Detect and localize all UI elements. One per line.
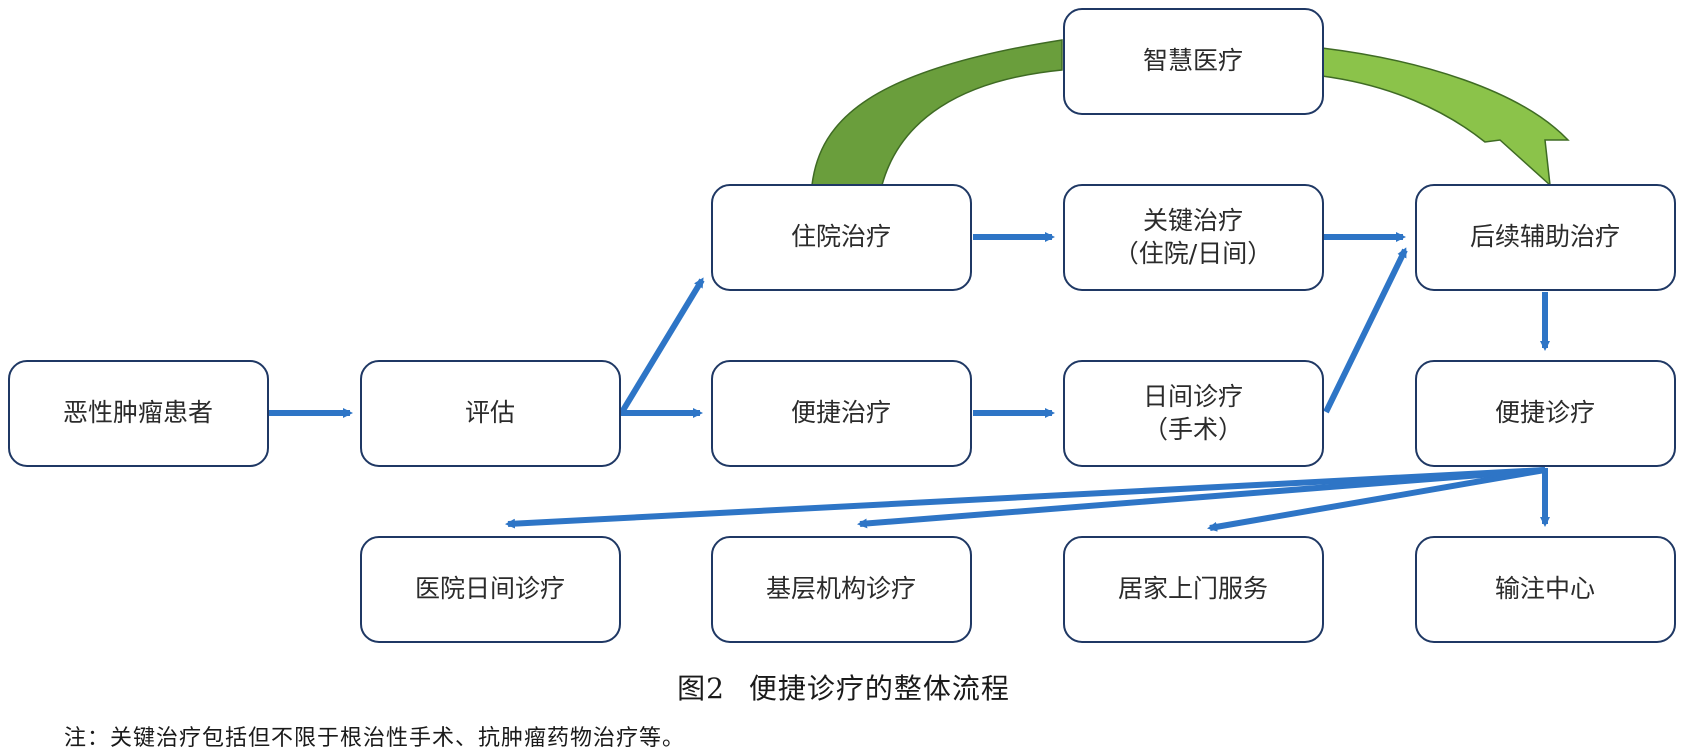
arrow-day-to-followup <box>1323 247 1408 414</box>
node-smart-box <box>1063 8 1324 115</box>
arrow-quick-diag-to-primary <box>857 467 1546 529</box>
node-hosp-day-box <box>360 536 621 643</box>
node-quick-treat-box <box>711 360 972 467</box>
node-followup-label: 后续辅助治疗 <box>1470 222 1620 251</box>
smart-medicine-curved-arrow <box>811 39 1570 187</box>
arrow-assess-to-inpatient <box>619 277 705 414</box>
node-day-box <box>1063 360 1324 467</box>
figure-note: 注：关键治疗包括但不限于根治性手术、抗肿瘤药物治疗等。 <box>64 726 686 751</box>
node-infusion-box <box>1415 536 1676 643</box>
flow-arrows <box>268 232 1550 532</box>
node-assess-box <box>360 360 621 467</box>
node-primary-label: 基层机构诊疗 <box>766 574 916 603</box>
node-day-label-line1: 日间诊疗 <box>1143 382 1243 411</box>
node-key-label-line2: （住院/日间） <box>1114 239 1272 268</box>
node-inpatient-box <box>711 184 972 291</box>
node-home-box <box>1063 536 1324 643</box>
arrow-quick-diag-to-home <box>1207 467 1546 532</box>
node-inpatient-label: 住院治疗 <box>791 222 891 251</box>
node-hosp-day-label: 医院日间诊疗 <box>415 574 565 603</box>
node-followup-box <box>1415 184 1676 291</box>
flow-diagram: 智慧医疗 住院治疗 关键治疗 （住院/日间） 后续辅助治疗 恶性肿瘤患者 评估 … <box>8 8 1676 643</box>
figure-caption: 图2 便捷诊疗的整体流程 <box>0 667 1687 707</box>
figure-title: 便捷诊疗的整体流程 <box>748 672 1010 705</box>
node-quick-treat-label: 便捷治疗 <box>791 398 891 427</box>
node-patient-label: 恶性肿瘤患者 <box>63 398 213 427</box>
figure-number: 图2 <box>677 672 725 705</box>
node-home-label: 居家上门服务 <box>1118 574 1268 603</box>
node-smart-label: 智慧医疗 <box>1143 46 1243 75</box>
node-quick-diag-box <box>1415 360 1676 467</box>
arrow-quick-diag-to-hosp-day <box>505 467 1546 529</box>
node-patient-box <box>8 360 269 467</box>
node-key-label-line1: 关键治疗 <box>1143 206 1243 235</box>
node-primary-box <box>711 536 972 643</box>
node-day-label-line2: （手术） <box>1143 415 1243 444</box>
node-quick-diag-label: 便捷诊疗 <box>1495 398 1595 427</box>
node-infusion-label: 输注中心 <box>1495 574 1595 603</box>
node-key-box <box>1063 184 1324 291</box>
node-assess-label: 评估 <box>465 398 515 427</box>
